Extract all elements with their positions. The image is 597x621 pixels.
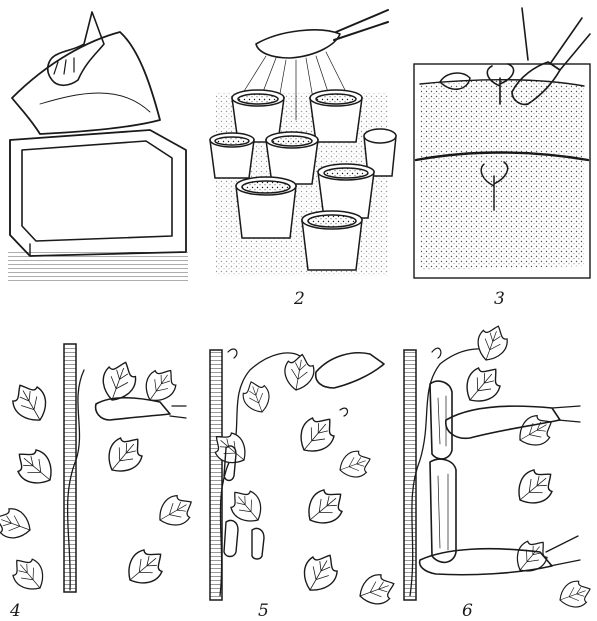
panel-3-transplanting: 3: [413, 7, 591, 309]
panel-1-seed-tray: [8, 11, 188, 282]
panel-5-pinching-shoots: 5: [206, 348, 400, 621]
panel-label-3: 3: [494, 289, 505, 309]
panel-label-2: 2: [293, 289, 305, 309]
panel-label-4: 4: [9, 601, 21, 621]
seedling-pots: [209, 89, 397, 271]
panel-4-tying-vine: 4: [0, 343, 200, 621]
panel-label-6: 6: [462, 601, 473, 621]
panel-6-harvesting: 6: [403, 320, 596, 621]
panel-label-5: 5: [258, 601, 269, 621]
panel-2-watering-pots: 2: [209, 9, 397, 309]
